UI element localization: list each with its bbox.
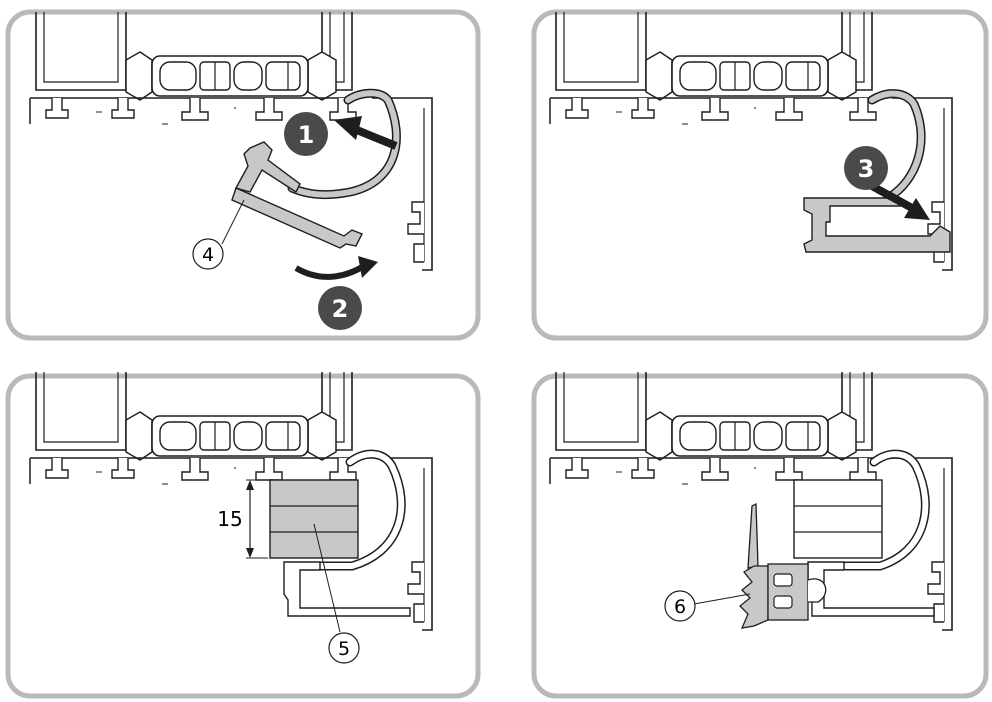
callout-label-5: 5 (338, 638, 350, 660)
glass-pack (269, 479, 359, 559)
glazing-bead-profile (803, 197, 951, 253)
step-badge-2 (318, 286, 362, 330)
callout-leader-6 (693, 593, 751, 605)
glazing-bead-profile (283, 561, 411, 617)
arrow-step-1 (350, 124, 398, 150)
arrow-step-2 (294, 263, 366, 280)
arrow-step-3 (870, 182, 914, 212)
callout-circle-4 (192, 238, 224, 270)
step-badge-2-label: 2 (332, 295, 349, 323)
callout-circle-5 (328, 632, 360, 664)
dimension-arrow-bottom (246, 548, 254, 558)
gasket-fill (315, 451, 405, 569)
panel-border (531, 9, 989, 341)
dimension-label: 15 (217, 507, 242, 531)
arrow-step-1-head (334, 116, 362, 140)
step-badge-3-label: 3 (858, 155, 875, 183)
dimension-arrow-top (246, 480, 254, 490)
glazing-bead-profile (231, 141, 363, 249)
callout-leader-4 (221, 199, 245, 245)
panel-step-1-2: 4 1 2 (5, 9, 481, 341)
panel-wedge-seal: 6 (531, 371, 989, 699)
arrow-step-3-head (904, 198, 930, 220)
arrow-step-2-head (358, 256, 378, 278)
callout-leader-5 (313, 523, 341, 633)
glass-pack (793, 479, 883, 559)
gasket-fill (869, 90, 925, 201)
panel-glazing-pack: 15 5 (5, 371, 481, 699)
step-badge-1 (284, 112, 328, 156)
step-badge-1-label: 1 (298, 121, 315, 149)
callout-label-6: 6 (674, 596, 686, 618)
wedge-gasket (739, 502, 827, 629)
gasket-fill (843, 451, 929, 569)
callout-circle-6 (664, 590, 696, 622)
panel-step-3: 3 (531, 9, 989, 341)
gasket-fill (289, 90, 400, 198)
step-badge-3 (844, 146, 888, 190)
callout-label-4: 4 (202, 244, 214, 266)
